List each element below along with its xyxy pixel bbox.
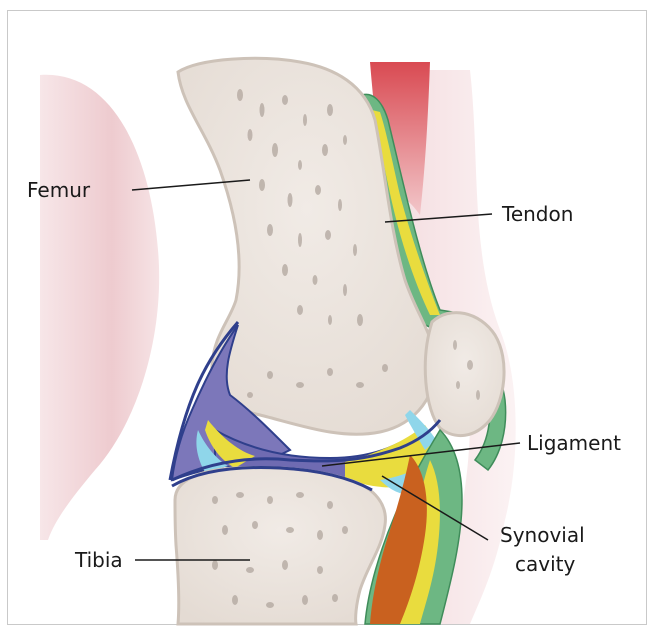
tibia-bone — [175, 468, 385, 625]
thigh-skin-left — [40, 75, 159, 540]
femur-label: Femur — [27, 178, 91, 202]
cavity-label: cavity — [515, 552, 575, 576]
ligament-label: Ligament — [527, 431, 621, 455]
synovial-label: Synovial — [500, 523, 585, 547]
patella-bone — [425, 313, 504, 436]
tendon-label: Tendon — [501, 202, 573, 226]
tibia-label: Tibia — [74, 548, 123, 572]
